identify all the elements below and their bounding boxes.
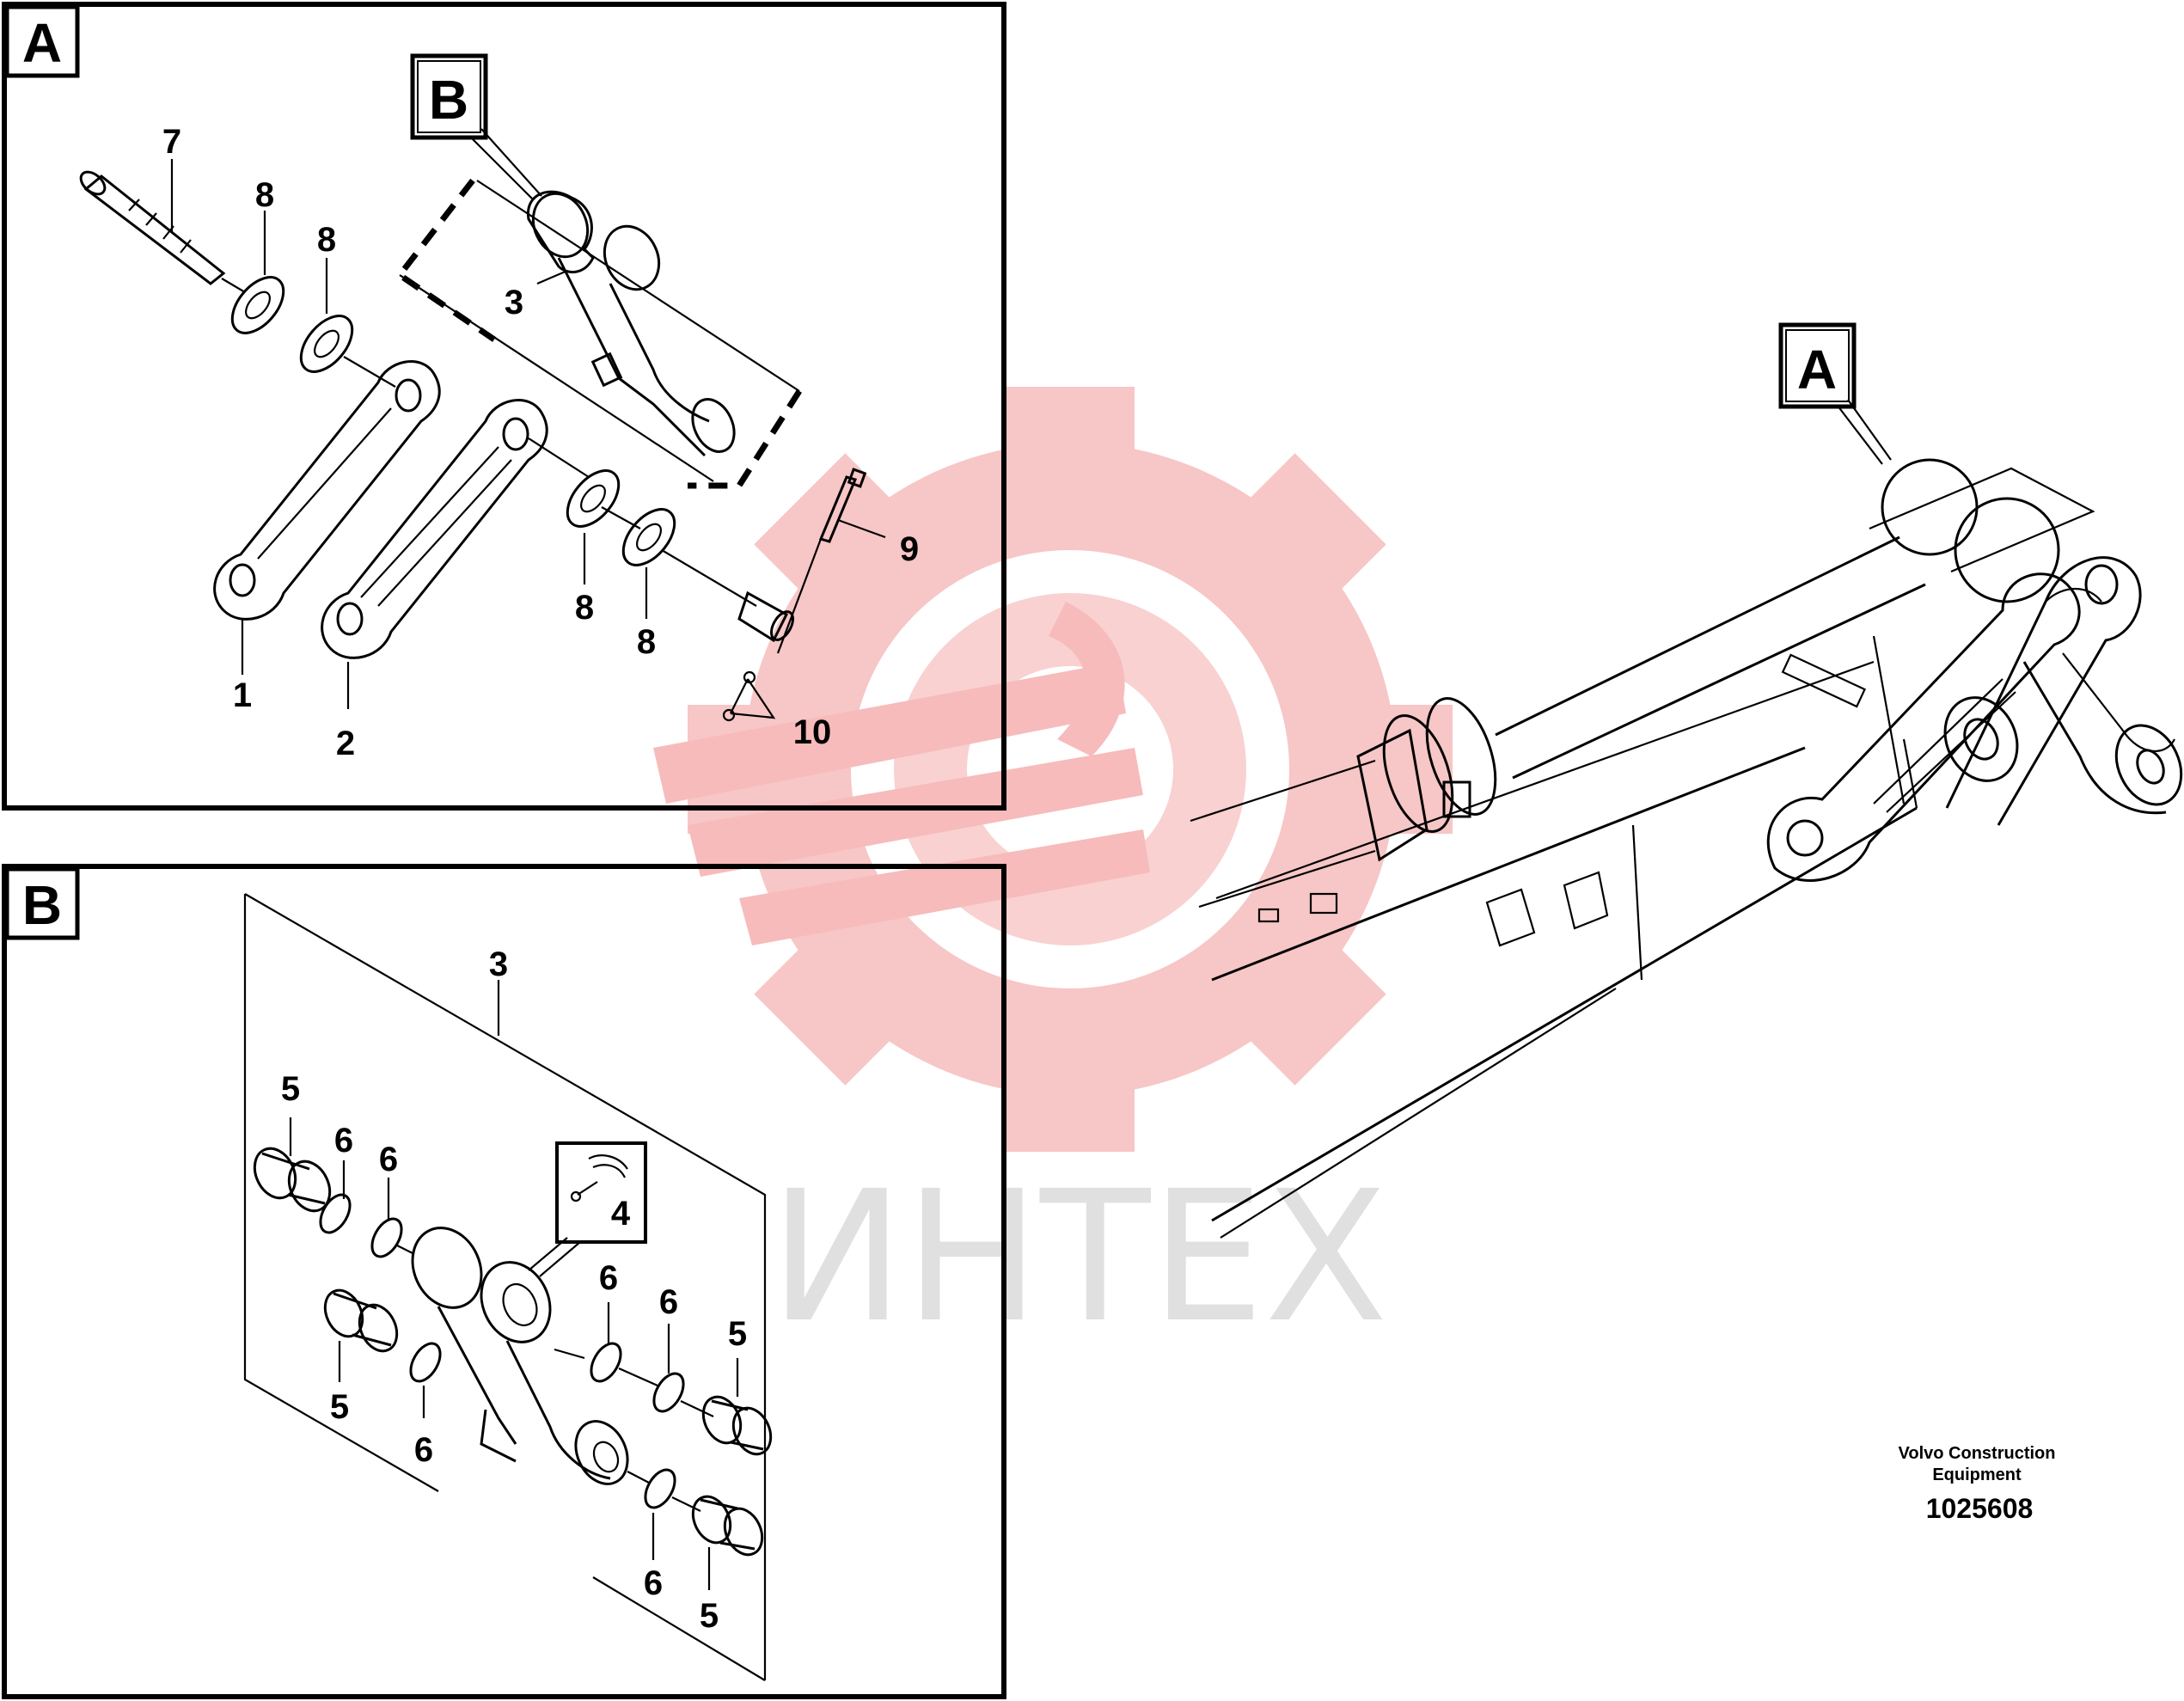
label-b-part-6b: 6 xyxy=(379,1141,398,1178)
label-b-part-6a: 6 xyxy=(334,1122,353,1159)
ring-6-c xyxy=(409,1342,442,1383)
panel-a-frame xyxy=(2,2,1006,811)
label-b-part-6d: 6 xyxy=(599,1259,618,1297)
ring-6-a xyxy=(319,1193,352,1234)
label-b-part-5d: 5 xyxy=(700,1597,719,1635)
part-8-washer-b xyxy=(299,315,354,373)
callout-a-label: A xyxy=(1797,339,1837,401)
label-b-part-6e: 6 xyxy=(659,1283,678,1321)
callout-a-box xyxy=(1778,322,1857,409)
ring-6-b xyxy=(370,1217,403,1258)
main-boom-view: A xyxy=(1190,322,2183,1239)
callout-part-4-box xyxy=(555,1141,647,1244)
part-7-pin xyxy=(79,170,246,293)
panel-b: B 3 4 5 6 6 xyxy=(2,864,1006,1699)
drawing-number: 1025608 xyxy=(1926,1493,2034,1524)
part-1-link xyxy=(213,360,441,621)
part-10-nipple xyxy=(722,670,776,722)
panel-a-tag: A xyxy=(22,12,62,74)
label-part-10: 10 xyxy=(793,713,832,751)
label-b-part-5c: 5 xyxy=(728,1315,747,1353)
label-part-3: 3 xyxy=(505,284,523,321)
label-b-part-5b: 5 xyxy=(330,1388,349,1426)
bushing-5-a xyxy=(253,1147,332,1213)
label-part-8a: 8 xyxy=(255,176,274,214)
ring-6-f xyxy=(644,1468,676,1509)
panel-b-tag-box xyxy=(4,866,80,940)
boom-arm xyxy=(1211,635,1918,1239)
brand-line-1: Volvo Construction xyxy=(1899,1444,2056,1463)
ring-6-e xyxy=(652,1372,685,1413)
part-8-washer-a xyxy=(230,276,285,334)
watermark-text: ИНТЕХ xyxy=(769,1152,1388,1362)
label-part-2: 2 xyxy=(336,725,355,762)
bushing-5-b xyxy=(323,1288,399,1353)
ring-6-d xyxy=(590,1342,622,1383)
label-part-8d: 8 xyxy=(637,623,656,661)
callout-b-box xyxy=(410,53,488,140)
boom-link-assembly xyxy=(1766,458,2183,882)
part-8-washer-c xyxy=(566,469,621,528)
footer-brand: Volvo Construction Equipment 1025608 xyxy=(1899,1444,2056,1524)
label-b-part-3: 3 xyxy=(489,945,508,983)
bushing-5-c xyxy=(701,1395,773,1456)
bushing-5-d xyxy=(691,1495,764,1557)
panel-b-frame xyxy=(2,864,1006,1699)
panel-a: A B 7 8 8 xyxy=(2,2,1006,811)
label-part-1: 1 xyxy=(233,676,252,714)
watermark: ИНТЕХ xyxy=(653,387,1453,1362)
callout-b-label: B xyxy=(429,69,468,131)
hydraulic-cylinder xyxy=(1190,535,1926,909)
part-9-bolt xyxy=(776,468,867,654)
part-2-link xyxy=(321,399,548,659)
part-8-washer-d xyxy=(621,508,676,566)
brand-line-2: Equipment xyxy=(1932,1465,2022,1484)
label-b-part-5a: 5 xyxy=(281,1070,300,1108)
label-part-8b: 8 xyxy=(317,221,336,259)
label-part-9: 9 xyxy=(900,530,919,568)
label-b-part-6c: 6 xyxy=(414,1431,433,1469)
part-3-link-pair xyxy=(411,1227,629,1485)
panel-a-tag-box xyxy=(4,4,80,78)
label-part-7: 7 xyxy=(162,123,181,161)
part-3-assembly xyxy=(395,178,802,489)
pin-end xyxy=(737,590,788,643)
label-b-part-6f: 6 xyxy=(644,1564,663,1602)
panel-b-tag: B xyxy=(22,874,62,936)
label-part-8c: 8 xyxy=(575,589,594,627)
label-b-part-4: 4 xyxy=(611,1195,631,1233)
watermark-gear-icon xyxy=(653,387,1453,1152)
